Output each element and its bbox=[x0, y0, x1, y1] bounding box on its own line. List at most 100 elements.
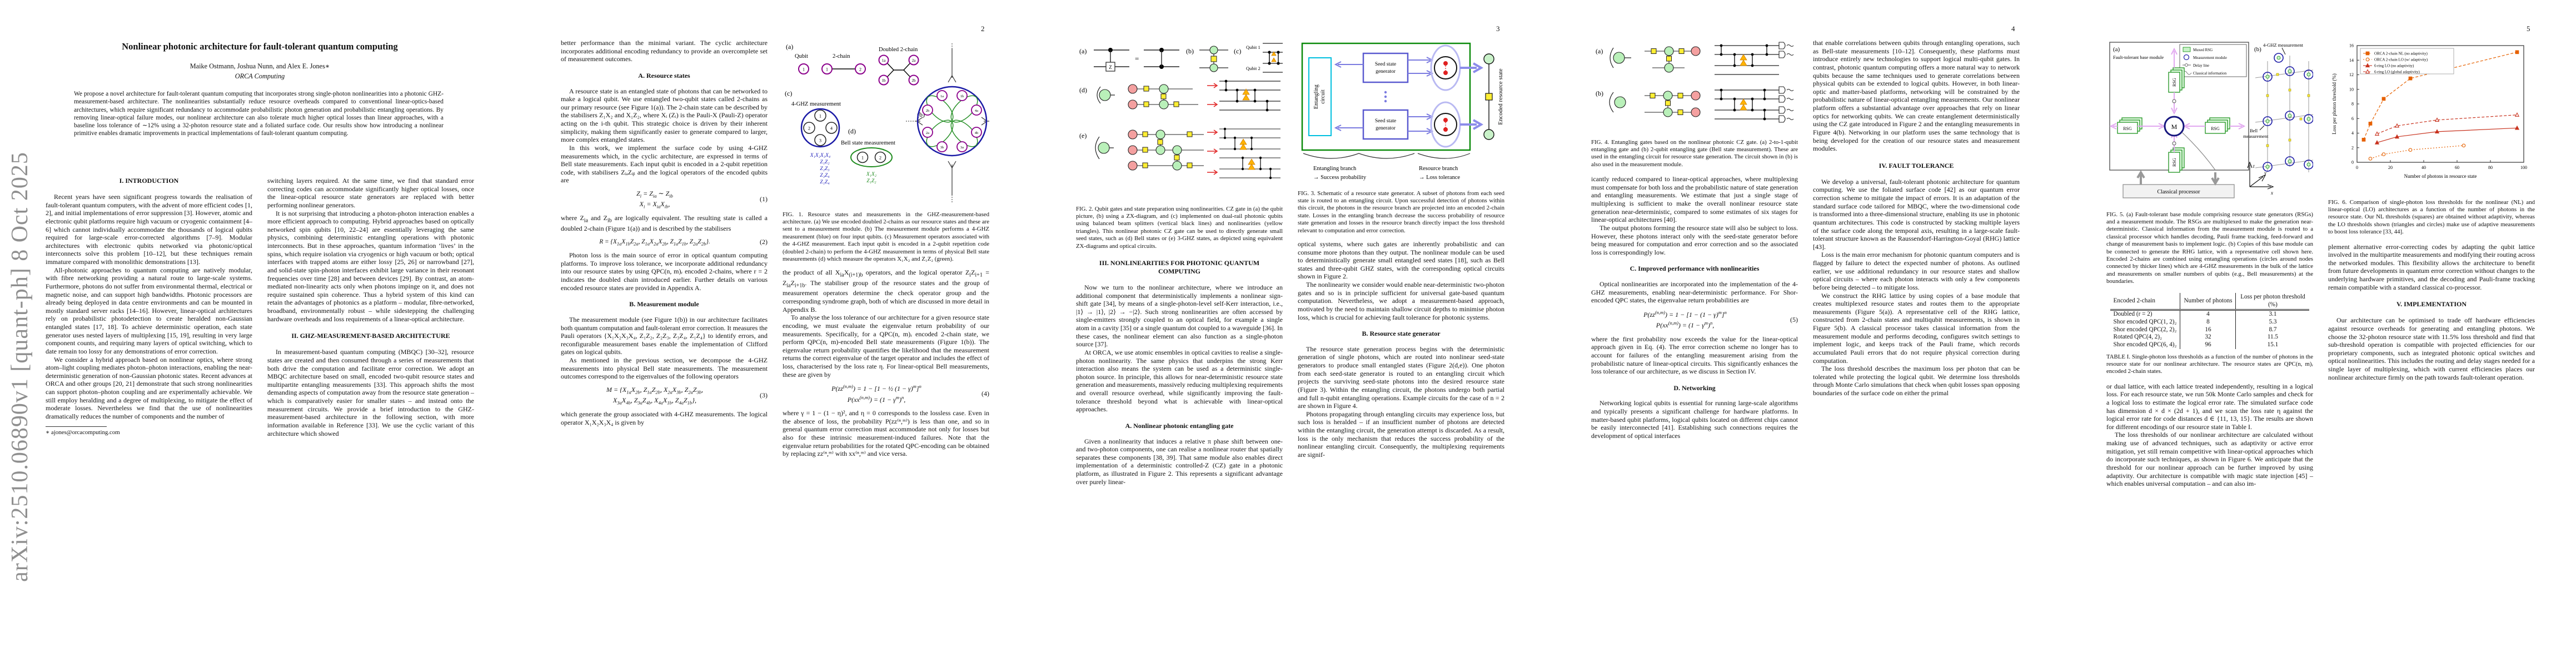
fig3-loss-tolerance-label: → Loss tolerance bbox=[1419, 175, 1460, 181]
figure-2-graphic: (a) Z = (b) bbox=[1079, 43, 1283, 180]
paragraph: The loss thresholds of our nonlinear arc… bbox=[2106, 431, 2313, 488]
table-cell: Shor encoded QPC(2, 2)₂ bbox=[2113, 326, 2177, 333]
table-cell: 4 bbox=[2180, 310, 2236, 318]
fig5-ghz-measurement-label: 4-GHZ measurement bbox=[2263, 42, 2304, 48]
paper-abstract: We propose a novel architecture for faul… bbox=[74, 91, 444, 137]
paragraph: where the first probability now exceeds … bbox=[1591, 335, 1798, 376]
paragraph: The loss threshold describes the maximum… bbox=[1813, 365, 2020, 397]
fig5-axis-x: x bbox=[2270, 190, 2273, 196]
p1-col-left: I. INTRODUCTION Recent years have seen s… bbox=[46, 177, 252, 436]
p2-col-left: better performance than the minimal vari… bbox=[561, 39, 768, 427]
figure-1: (a) Qubit 1 2-chain 1 2 Doubled 2-chain … bbox=[783, 39, 989, 208]
section-heading-ghz-architecture: II. GHZ-MEASUREMENT-BASED ARCHITECTURE bbox=[291, 332, 450, 340]
p1-col-right: switching layers required. At the same t… bbox=[267, 177, 474, 437]
paper-authors: Maike Ostmann, Joshua Nunn, and Alex E. … bbox=[190, 62, 330, 70]
footnote-email: ∗ ajones@orcacomputing.com bbox=[46, 429, 120, 436]
fig1-node: 1 bbox=[819, 114, 821, 119]
table-cell: 15.1 bbox=[2235, 341, 2310, 349]
x-tick-label: 60 bbox=[2455, 165, 2459, 170]
series-line bbox=[2370, 145, 2464, 160]
paragraph: that enable correlations between qubits … bbox=[1813, 39, 2020, 153]
y-tick-label: 16 bbox=[2349, 43, 2354, 48]
legend-entry: ORCA 2-chain NL (no adaptivity) bbox=[2374, 52, 2428, 56]
equation-4-number: (4) bbox=[981, 390, 989, 398]
paragraph: Networking logical qubits is essential f… bbox=[1591, 399, 1798, 440]
fig1-node: 1b bbox=[960, 94, 964, 98]
paragraph: Our architecture can be optimised to tra… bbox=[2328, 316, 2535, 381]
paragraph: In measurement-based quantum computing (… bbox=[267, 348, 474, 437]
page-5: 5 (a) Fault-tolerant base module Muxed R… bbox=[2061, 0, 2576, 667]
fig1-node: 2a bbox=[926, 131, 929, 135]
y-tick-label: 10 bbox=[2349, 87, 2354, 92]
p5-col1: or dual lattice, with each lattice treat… bbox=[2106, 382, 2313, 488]
fig5-rsg-top: RSG bbox=[2168, 67, 2185, 93]
p3-col2b: The resource state generation process be… bbox=[1298, 345, 1504, 459]
fig5-bell-measurement-label2: measurement bbox=[2243, 133, 2269, 139]
figure-4-graphic: (a) bbox=[1596, 42, 1794, 123]
paper-affiliation: ORCA Computing bbox=[235, 72, 285, 80]
subsection-nonlinear-gate: A. Nonlinear photonic entangling gate bbox=[1125, 421, 1234, 430]
p1-col2b-paragraphs: In measurement-based quantum computing (… bbox=[267, 348, 474, 437]
subsection-improved-performance: C. Improved performance with nonlinearit… bbox=[1630, 265, 1760, 273]
paragraph: Now we turn to the nonlinear architectur… bbox=[1076, 283, 1283, 349]
fig1-node: 3b bbox=[940, 146, 944, 150]
fig1-ghz-op: Z₁Z₂ bbox=[820, 160, 830, 165]
fig1-ghz-label: 4-GHZ measurement bbox=[791, 101, 841, 107]
p2-col2b: where γ = 1 − (1 − η)², and η = 0 corres… bbox=[783, 409, 989, 458]
figure-6-caption: FIG. 6. Comparison of single-photon loss… bbox=[2328, 198, 2535, 236]
equation-5-number: (5) bbox=[1790, 315, 1798, 323]
fig5-rsg-bottom: RSG bbox=[2168, 147, 2185, 173]
p2-col1a: better performance than the minimal vari… bbox=[561, 39, 768, 63]
figure-1-caption: FIG. 1. Resource states and measurements… bbox=[783, 211, 989, 262]
subsection-networking: D. Networking bbox=[1673, 384, 1716, 392]
p2-col1d: Photon loss is the main source of error … bbox=[561, 251, 768, 292]
paragraph: Loss is the main error mechanism for pho… bbox=[1813, 251, 2020, 291]
table-1-caption: TABLE I. Single-photon loss thresholds a… bbox=[2106, 353, 2313, 375]
table-cell: 16 bbox=[2180, 326, 2236, 334]
x-tick-label: 40 bbox=[2421, 165, 2426, 170]
paragraph: better performance than the minimal vari… bbox=[561, 39, 768, 63]
fig3-entangling-circuit-label2: circuit bbox=[1320, 89, 1326, 104]
table-cell: 11.5 bbox=[2235, 334, 2310, 341]
p2-col2a: the product of all XiaX(i+1)b operators,… bbox=[783, 268, 989, 379]
paragraph: It is not surprising that introducing a … bbox=[267, 209, 474, 323]
y-tick-label: 4 bbox=[2351, 131, 2354, 136]
fig1-qubit-label: Qubit bbox=[795, 53, 808, 59]
table-header-cell: Encoded 2-chain bbox=[2110, 293, 2180, 311]
equation-1-number: (1) bbox=[760, 195, 768, 203]
page-number: 3 bbox=[1496, 24, 1500, 33]
figure-2: (a) Z = (b) bbox=[1076, 39, 1283, 202]
paragraph: where γ = 1 − (1 − η)², and η = 0 corres… bbox=[783, 409, 989, 458]
paragraph: Photon loss is the main source of error … bbox=[561, 251, 768, 292]
x-tick-label: 100 bbox=[2520, 165, 2527, 170]
fig1-node: 4b bbox=[975, 131, 979, 135]
fig5-module-label: Fault-tolerant base module bbox=[2113, 54, 2164, 60]
paragraph: We develop a universal, fault-tolerant p… bbox=[1813, 177, 2020, 251]
fig5-measurement-module-m: M bbox=[2171, 123, 2178, 131]
p2-col1b: A resource state is an entangled state o… bbox=[561, 87, 768, 185]
equation-3: M = {X1aX2b, Z1aZ2b, X2aX3b, Z2aZ3b,X3aX… bbox=[561, 385, 768, 406]
p4-col1c: where the first probability now exceeds … bbox=[1591, 335, 1798, 376]
subsection-resource-state-generator: B. Resource state generator bbox=[1362, 330, 1441, 338]
p3-col2: optical systems, where such gates are in… bbox=[1298, 240, 1504, 321]
figure-5-caption: FIG. 5. (a) Fault-tolerant base module c… bbox=[2106, 211, 2313, 285]
fig3-entangling-branch-label: Entangling branch bbox=[1313, 166, 1357, 172]
fig5-legend-delay-line: Delay line bbox=[2193, 63, 2209, 68]
page-4: 4 (a) bbox=[1546, 0, 2061, 667]
page-number: 5 bbox=[2527, 24, 2530, 33]
fig2-equals: = bbox=[1135, 54, 1139, 63]
fig5-axis-y: y bbox=[2264, 170, 2266, 176]
figure-4-caption: FIG. 4. Entangling gates based on the no… bbox=[1591, 138, 1798, 168]
y-tick-label: 2 bbox=[2351, 145, 2354, 150]
fig1-ghz-op: Z₃Z₄ bbox=[820, 173, 829, 178]
fig5-rsg-label: RSG bbox=[2211, 126, 2220, 131]
fig5-classical-processor-label: Classical processor bbox=[2158, 189, 2201, 195]
section-heading-fault-tolerance: IV. FAULT TOLERANCE bbox=[1879, 161, 1954, 170]
fig5-panel-b: (b) bbox=[2254, 46, 2261, 53]
figure-2-caption: FIG. 2. Qubit gates and state preparatio… bbox=[1076, 205, 1283, 250]
fig3-seed-state-label: Seed state bbox=[1375, 118, 1396, 124]
